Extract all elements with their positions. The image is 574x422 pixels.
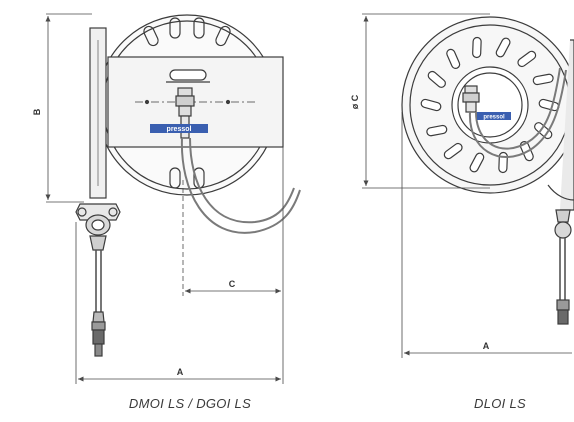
left-figure-caption: DMOI LS / DGOI LS: [128, 396, 252, 411]
reel-slot: [532, 73, 554, 86]
reel-slot: [498, 151, 508, 174]
left-hose: [180, 137, 301, 234]
right-reel-slots: [420, 36, 560, 174]
right-reel-drawing: [401, 16, 574, 325]
reel-slot: [517, 50, 537, 68]
right-hanging-hose: [554, 209, 572, 325]
left-dim-b-label: B: [32, 108, 42, 115]
reel-slot: [469, 152, 485, 173]
reel-slot: [534, 122, 553, 140]
right-figure-caption: DLOI LS: [474, 396, 526, 411]
reel-slot: [426, 124, 448, 137]
right-dim-a-label: A: [483, 341, 490, 351]
right-brand-label: pressol: [483, 115, 505, 121]
left-reel-drawing: [75, 14, 301, 357]
left-hose-guide: [75, 203, 121, 251]
left-dimensions: [45, 13, 284, 384]
reel-slot: [472, 36, 482, 59]
reel-slot: [495, 37, 511, 58]
right-swivel-fitting: [462, 85, 480, 113]
reel-slot: [427, 70, 446, 88]
right-hose: [468, 69, 567, 159]
right-reel-hub: [451, 66, 529, 144]
left-hanging-hose: [91, 250, 106, 357]
left-dim-c-label: C: [229, 279, 236, 289]
left-brand-label: pressol: [167, 126, 192, 133]
left-brand-label-box: [150, 124, 208, 133]
reel-slot: [443, 142, 463, 160]
right-brand-label-box: [477, 112, 511, 120]
reel-slot: [446, 48, 461, 69]
left-dim-a-label: A: [177, 367, 184, 377]
right-dim-c-label: ø C: [350, 94, 360, 109]
reel-slot: [420, 98, 442, 112]
right-dimensions: [362, 13, 572, 358]
